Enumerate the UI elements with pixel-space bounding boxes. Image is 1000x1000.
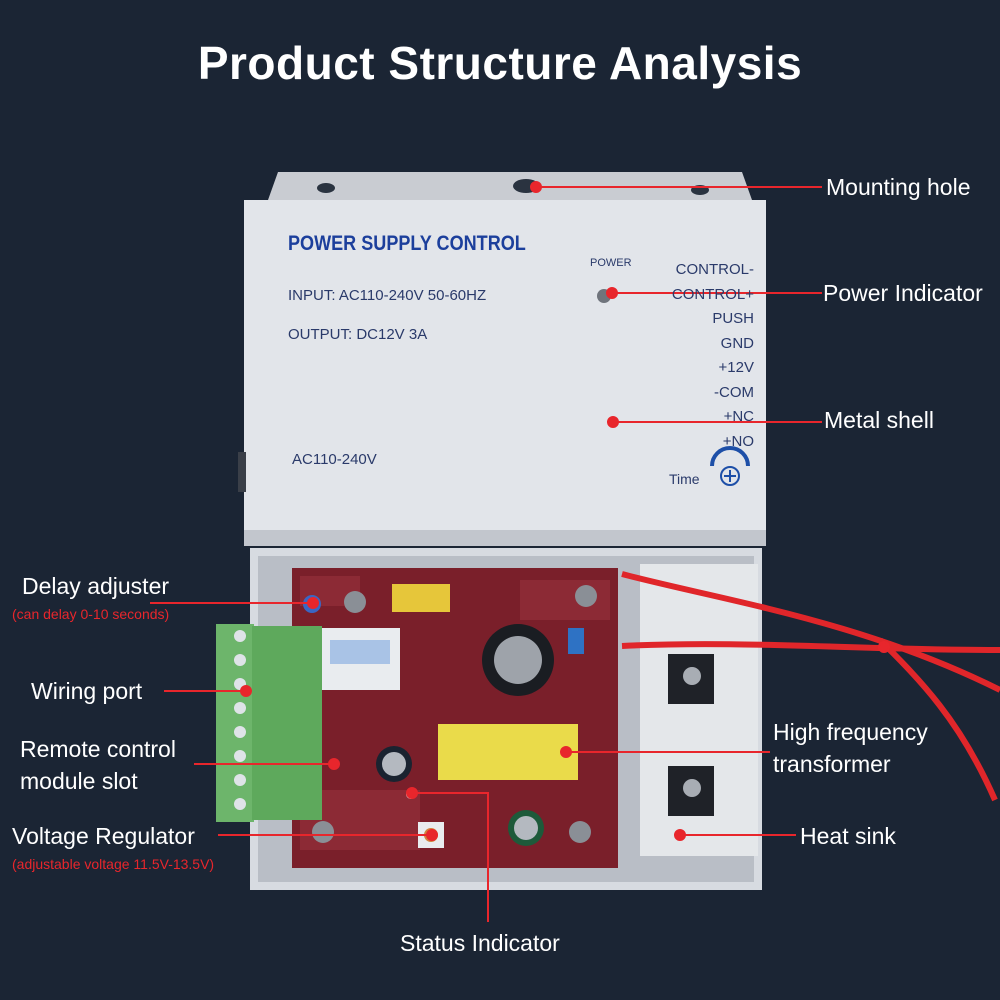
callout-voltage-note: (adjustable voltage 11.5V-13.5V) — [12, 856, 215, 872]
terminal-label: GND — [720, 334, 754, 352]
relay-label — [330, 640, 390, 664]
callout-delay-note: (can delay 0-10 seconds) — [12, 606, 170, 622]
callout-remote-slot-line1: Remote control — [20, 736, 176, 762]
callout-status-indicator: Status Indicator — [400, 930, 560, 956]
device-power-label: POWER — [590, 257, 632, 269]
high-frequency-transformer — [438, 724, 578, 780]
metal-shell-edge — [244, 530, 766, 546]
transistor-top-screw — [683, 667, 701, 685]
transistor-bottom-screw — [683, 779, 701, 797]
mounting-hole-left — [317, 183, 335, 193]
ac-wire-1 — [621, 571, 1000, 693]
leader-wire-dot — [878, 641, 890, 653]
screw-top-right — [575, 585, 597, 607]
callout-wiring-port: Wiring port — [31, 678, 143, 704]
screw-bottom-left — [312, 821, 334, 843]
screw-bottom-right — [569, 821, 591, 843]
terminal-label: PUSH — [712, 310, 754, 327]
device-input-spec: INPUT: AC110-240V 50-60HZ — [288, 287, 487, 304]
ac-wire-2 — [621, 641, 1000, 653]
leader-lines — [150, 181, 890, 922]
terminal-label: CONTROL- — [675, 261, 754, 278]
pcb-trace-block-2 — [520, 580, 610, 620]
device-output-spec: OUTPUT: DC12V 3A — [288, 326, 428, 343]
callout-metal-shell: Metal shell — [824, 407, 934, 433]
metal-shell-cover — [244, 200, 766, 546]
shell-side-knob — [238, 452, 246, 492]
page-title: Product Structure Analysis — [197, 37, 803, 89]
terminal-label: +NO — [722, 432, 754, 450]
small-capacitor-1-top — [382, 752, 406, 776]
callout-mounting-hole: Mounting hole — [826, 174, 971, 200]
blue-capacitor — [568, 628, 584, 654]
small-capacitor-2-top — [514, 816, 538, 840]
electrolytic-capacitor-top — [494, 636, 542, 684]
ac-wire-3 — [877, 637, 998, 802]
device-time-label: Time — [669, 471, 700, 487]
yellow-capacitor — [392, 584, 450, 612]
terminal-label: CONTROL+ — [671, 285, 754, 303]
screw-top-left — [344, 591, 366, 613]
terminal-label: +NC — [723, 408, 754, 425]
terminal-label: +12V — [718, 359, 754, 376]
terminal-label: -COM — [714, 383, 754, 401]
time-adjust-icon — [710, 446, 750, 486]
device-ac-label: AC110-240V — [292, 451, 377, 468]
terminal-block-base — [216, 624, 254, 822]
callout-hf-transformer-line1: High frequency — [773, 719, 928, 745]
device-brand: POWER SUPPLY CONTROL — [288, 232, 526, 255]
callout-voltage-regulator: Voltage Regulator — [12, 823, 195, 849]
terminal-screws — [234, 630, 246, 810]
mounting-plate — [268, 172, 752, 200]
callout-hf-transformer-line2: transformer — [773, 751, 891, 777]
callout-remote-slot-line2: module slot — [20, 768, 138, 794]
terminal-block-plug — [252, 626, 322, 820]
callout-delay-adjuster: Delay adjuster — [22, 573, 170, 599]
callout-power-indicator: Power Indicator — [823, 280, 983, 306]
terminal-labels: CONTROL- CONTROL+ PUSH GND +12V -COM +NC +NO — [672, 258, 754, 454]
leader-status-indicator — [412, 792, 489, 922]
callout-heat-sink: Heat sink — [800, 823, 896, 849]
